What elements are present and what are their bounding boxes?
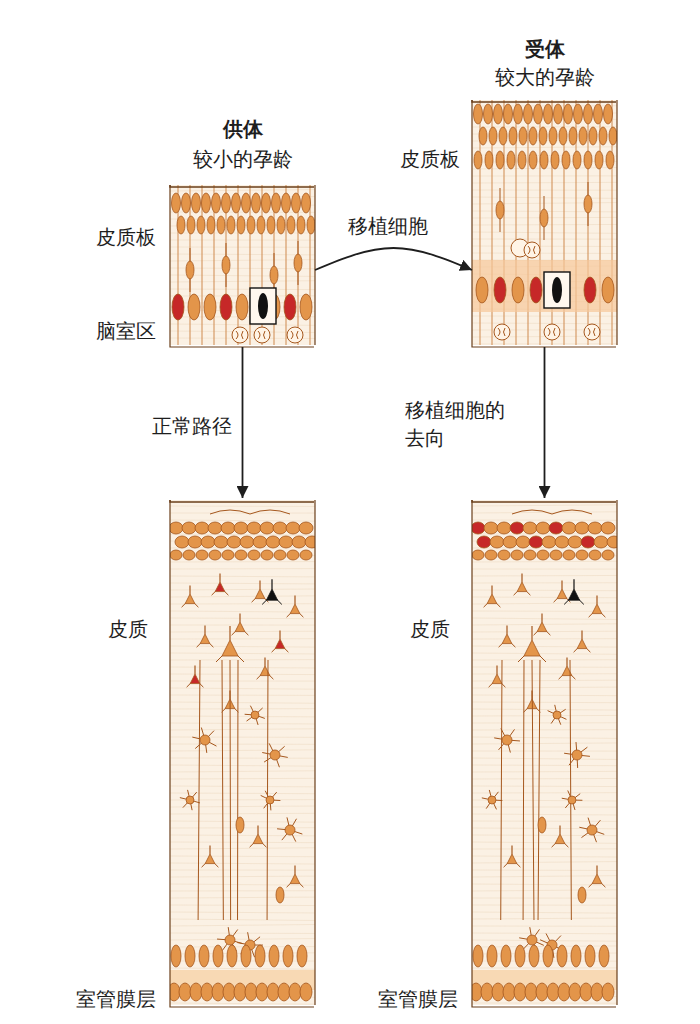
panel-heading: 受体 xyxy=(525,36,565,62)
arrow-label: 正常路径 xyxy=(152,412,232,440)
arrow-label: 移植细胞的去向 xyxy=(405,396,511,452)
transfer-arrow xyxy=(315,248,472,270)
layer-label: 较大的孕龄 xyxy=(495,64,595,90)
tissue-panel: 皮质室管膜层 xyxy=(472,500,617,1005)
transfer-arrow xyxy=(544,347,546,498)
panel-heading: 供体 xyxy=(223,116,263,142)
arrow-label: 移植细胞 xyxy=(348,212,428,240)
tissue-panel: 皮质室管膜层 xyxy=(170,500,315,1005)
layer-label: 室管膜层 xyxy=(76,986,156,1012)
layer-label: 较小的孕龄 xyxy=(193,146,293,172)
layer-label: 室管膜层 xyxy=(378,986,458,1012)
tissue-panel: 受体较大的孕龄皮质板 xyxy=(472,100,617,345)
layer-label: 皮质板 xyxy=(96,224,156,250)
layer-label: 皮质板 xyxy=(400,146,460,172)
layer-label: 脑室区 xyxy=(96,318,156,344)
layer-label: 皮质 xyxy=(108,616,148,642)
tissue-panel: 供体较小的孕龄皮质板脑室区 xyxy=(170,185,315,345)
layer-label: 皮质 xyxy=(410,616,450,642)
transfer-arrow xyxy=(242,347,244,498)
